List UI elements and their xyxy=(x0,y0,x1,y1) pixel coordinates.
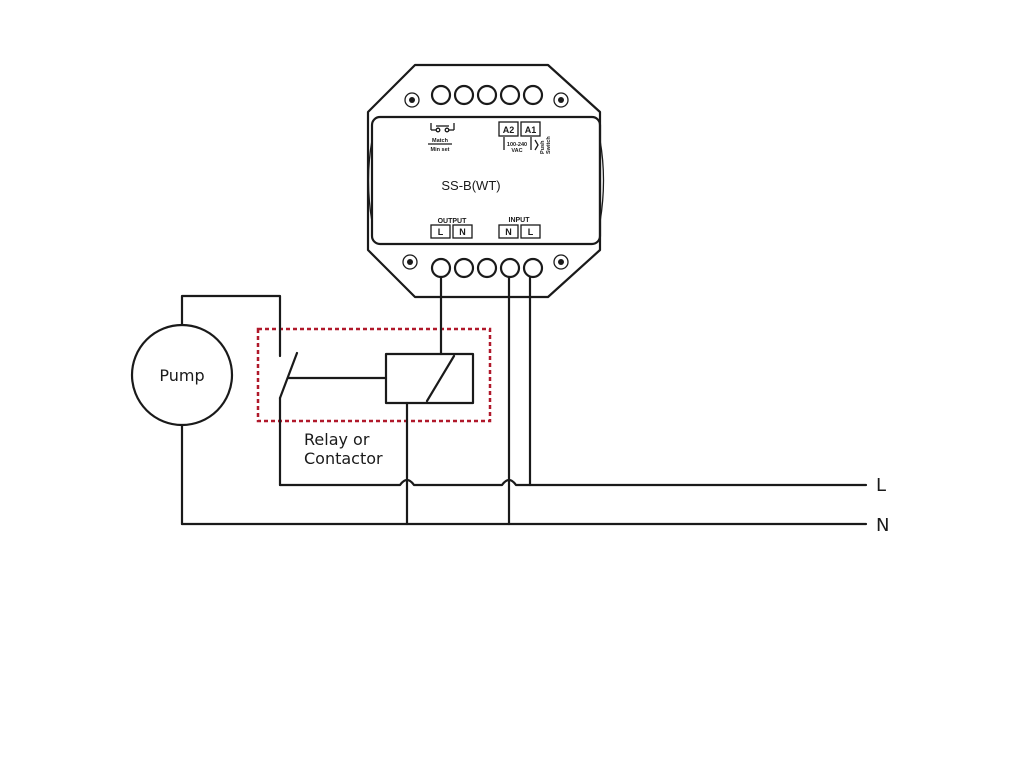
a2-label: A2 xyxy=(503,125,515,135)
relay-highlight-box xyxy=(256,327,492,423)
relay-contactor: Relay or Contactor xyxy=(256,327,492,468)
controller-device: Match Min set A2 A1 100-240 VAC Push Swi… xyxy=(366,63,605,299)
a2-terminal-box xyxy=(498,121,519,137)
device-left-clip xyxy=(367,139,373,223)
mounting-screw-bottom-right xyxy=(553,254,569,270)
a1-terminal-box xyxy=(520,121,541,137)
mounting-screw-top-right xyxy=(553,92,569,108)
line-l-label: L xyxy=(876,475,886,496)
relay-contact-blade xyxy=(278,351,299,400)
mounting-screw-top-left xyxy=(404,92,420,108)
wires xyxy=(180,275,868,526)
match-label: Match xyxy=(432,138,449,144)
voltage-label-line1: 100-240 xyxy=(507,142,527,148)
line-n-label: N xyxy=(876,515,889,536)
wire-pump-to-contact xyxy=(180,294,282,358)
relay-label-line1: Relay or xyxy=(304,430,370,449)
a1-label: A1 xyxy=(525,125,537,135)
input-n-label: N xyxy=(505,227,512,237)
bottom-terminal-block xyxy=(430,257,544,279)
voltage-label-line2: VAC xyxy=(511,148,522,154)
min-set-label: Min set xyxy=(431,147,450,153)
pump-label: Pump xyxy=(159,366,204,385)
switch-label: Switch xyxy=(546,136,552,154)
device-front-panel xyxy=(370,115,602,246)
supply-line-l xyxy=(278,478,868,487)
input-l-label: L xyxy=(528,227,534,237)
device-housing xyxy=(366,63,602,299)
push-label: Push xyxy=(540,140,546,154)
output-l-terminal-box xyxy=(430,224,451,239)
input-n-terminal-box xyxy=(498,224,519,239)
input-l-terminal-box xyxy=(520,224,541,239)
pump: Pump xyxy=(130,323,234,427)
output-n-label: N xyxy=(459,227,466,237)
output-l-label: L xyxy=(438,227,444,237)
device-right-clip xyxy=(599,139,605,223)
relay-label-line2: Contactor xyxy=(304,449,383,468)
relay-coil-slash xyxy=(425,354,456,403)
match-button-icon xyxy=(430,123,455,133)
push-switch-icon xyxy=(534,139,539,151)
output-label: OUTPUT xyxy=(438,218,468,225)
output-n-terminal-box xyxy=(452,224,473,239)
device-model-label: SS-B(WT) xyxy=(441,178,500,193)
top-terminal-block xyxy=(430,84,544,106)
mounting-screw-bottom-left xyxy=(402,254,418,270)
input-label: INPUT xyxy=(509,217,531,224)
